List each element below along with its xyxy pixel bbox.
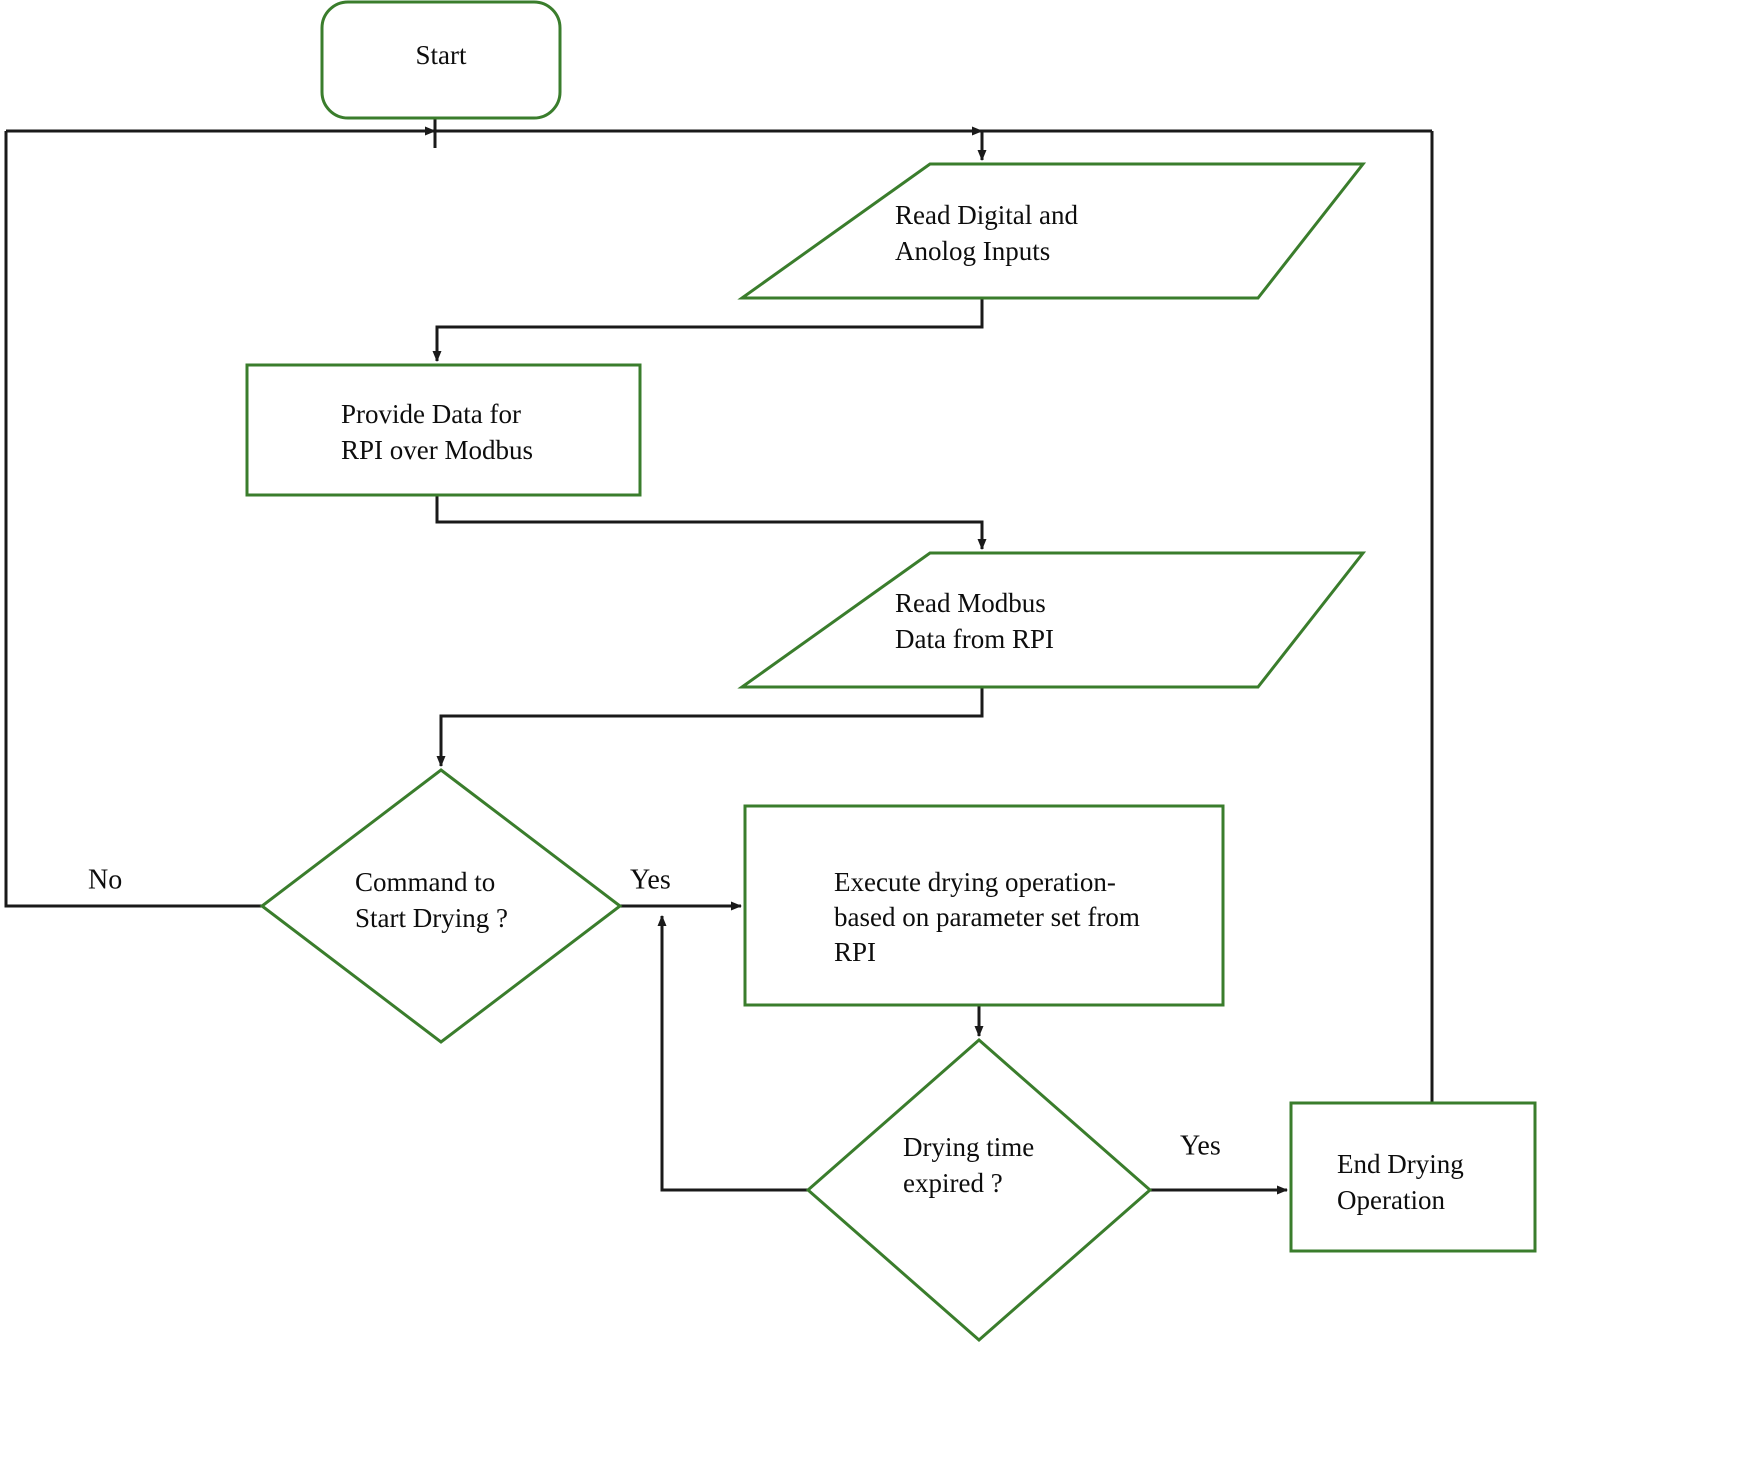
edge-label-yes-drying: Yes xyxy=(1180,1130,1221,1161)
edge-decision-no xyxy=(4,131,262,908)
node-provide-data-line1: Provide Data for xyxy=(341,399,521,429)
node-execute-drying-line3: RPI xyxy=(834,937,876,967)
node-execute-drying-line1: Execute drying operation- xyxy=(834,867,1116,897)
node-drying-time-line2: expired ? xyxy=(903,1168,1003,1198)
node-end-drying-line2: Operation xyxy=(1337,1185,1445,1215)
node-start-label: Start xyxy=(416,40,467,70)
node-provide-data[interactable]: Provide Data for RPI over Modbus xyxy=(245,363,642,497)
edge-label-yes-command: Yes xyxy=(630,864,671,895)
node-drying-time-line1: Drying time xyxy=(903,1132,1034,1162)
edge-timer-no-loop xyxy=(657,915,808,1192)
edge-label-yes-command-text: Yes xyxy=(630,864,671,895)
node-drying-time-decision[interactable]: Drying time expired ? xyxy=(805,1038,1153,1342)
node-execute-drying[interactable]: Execute drying operation- based on param… xyxy=(743,804,1225,1007)
node-execute-drying-line2: based on parameter set from xyxy=(834,902,1140,932)
node-read-inputs-line1: Read Digital and xyxy=(895,200,1078,230)
node-end-drying-line1: End Drying xyxy=(1337,1149,1464,1179)
node-read-modbus[interactable]: Read Modbus Data from RPI xyxy=(737,551,1367,689)
node-command-decision-line1: Command to xyxy=(355,867,495,897)
edge-provide-to-read-modbus xyxy=(435,495,987,550)
node-read-modbus-line1: Read Modbus xyxy=(895,588,1046,618)
node-provide-data-line2: RPI over Modbus xyxy=(341,435,533,465)
edge-read-inputs-to-provide xyxy=(432,298,984,362)
edge-label-no-text: No xyxy=(88,864,122,895)
edge-read-modbus-to-decision xyxy=(436,687,984,767)
node-read-inputs[interactable]: Read Digital and Anolog Inputs xyxy=(737,162,1367,300)
edge-label-no: No xyxy=(88,864,122,895)
node-read-modbus-line2: Data from RPI xyxy=(895,624,1054,654)
node-command-decision-line2: Start Drying ? xyxy=(355,903,508,933)
node-read-inputs-line2: Anolog Inputs xyxy=(895,236,1050,266)
node-end-drying[interactable]: End Drying Operation xyxy=(1289,1101,1537,1253)
edge-label-yes-drying-text: Yes xyxy=(1180,1130,1221,1161)
node-start[interactable]: Start xyxy=(320,0,562,120)
node-command-decision[interactable]: Command to Start Drying ? xyxy=(259,768,623,1044)
